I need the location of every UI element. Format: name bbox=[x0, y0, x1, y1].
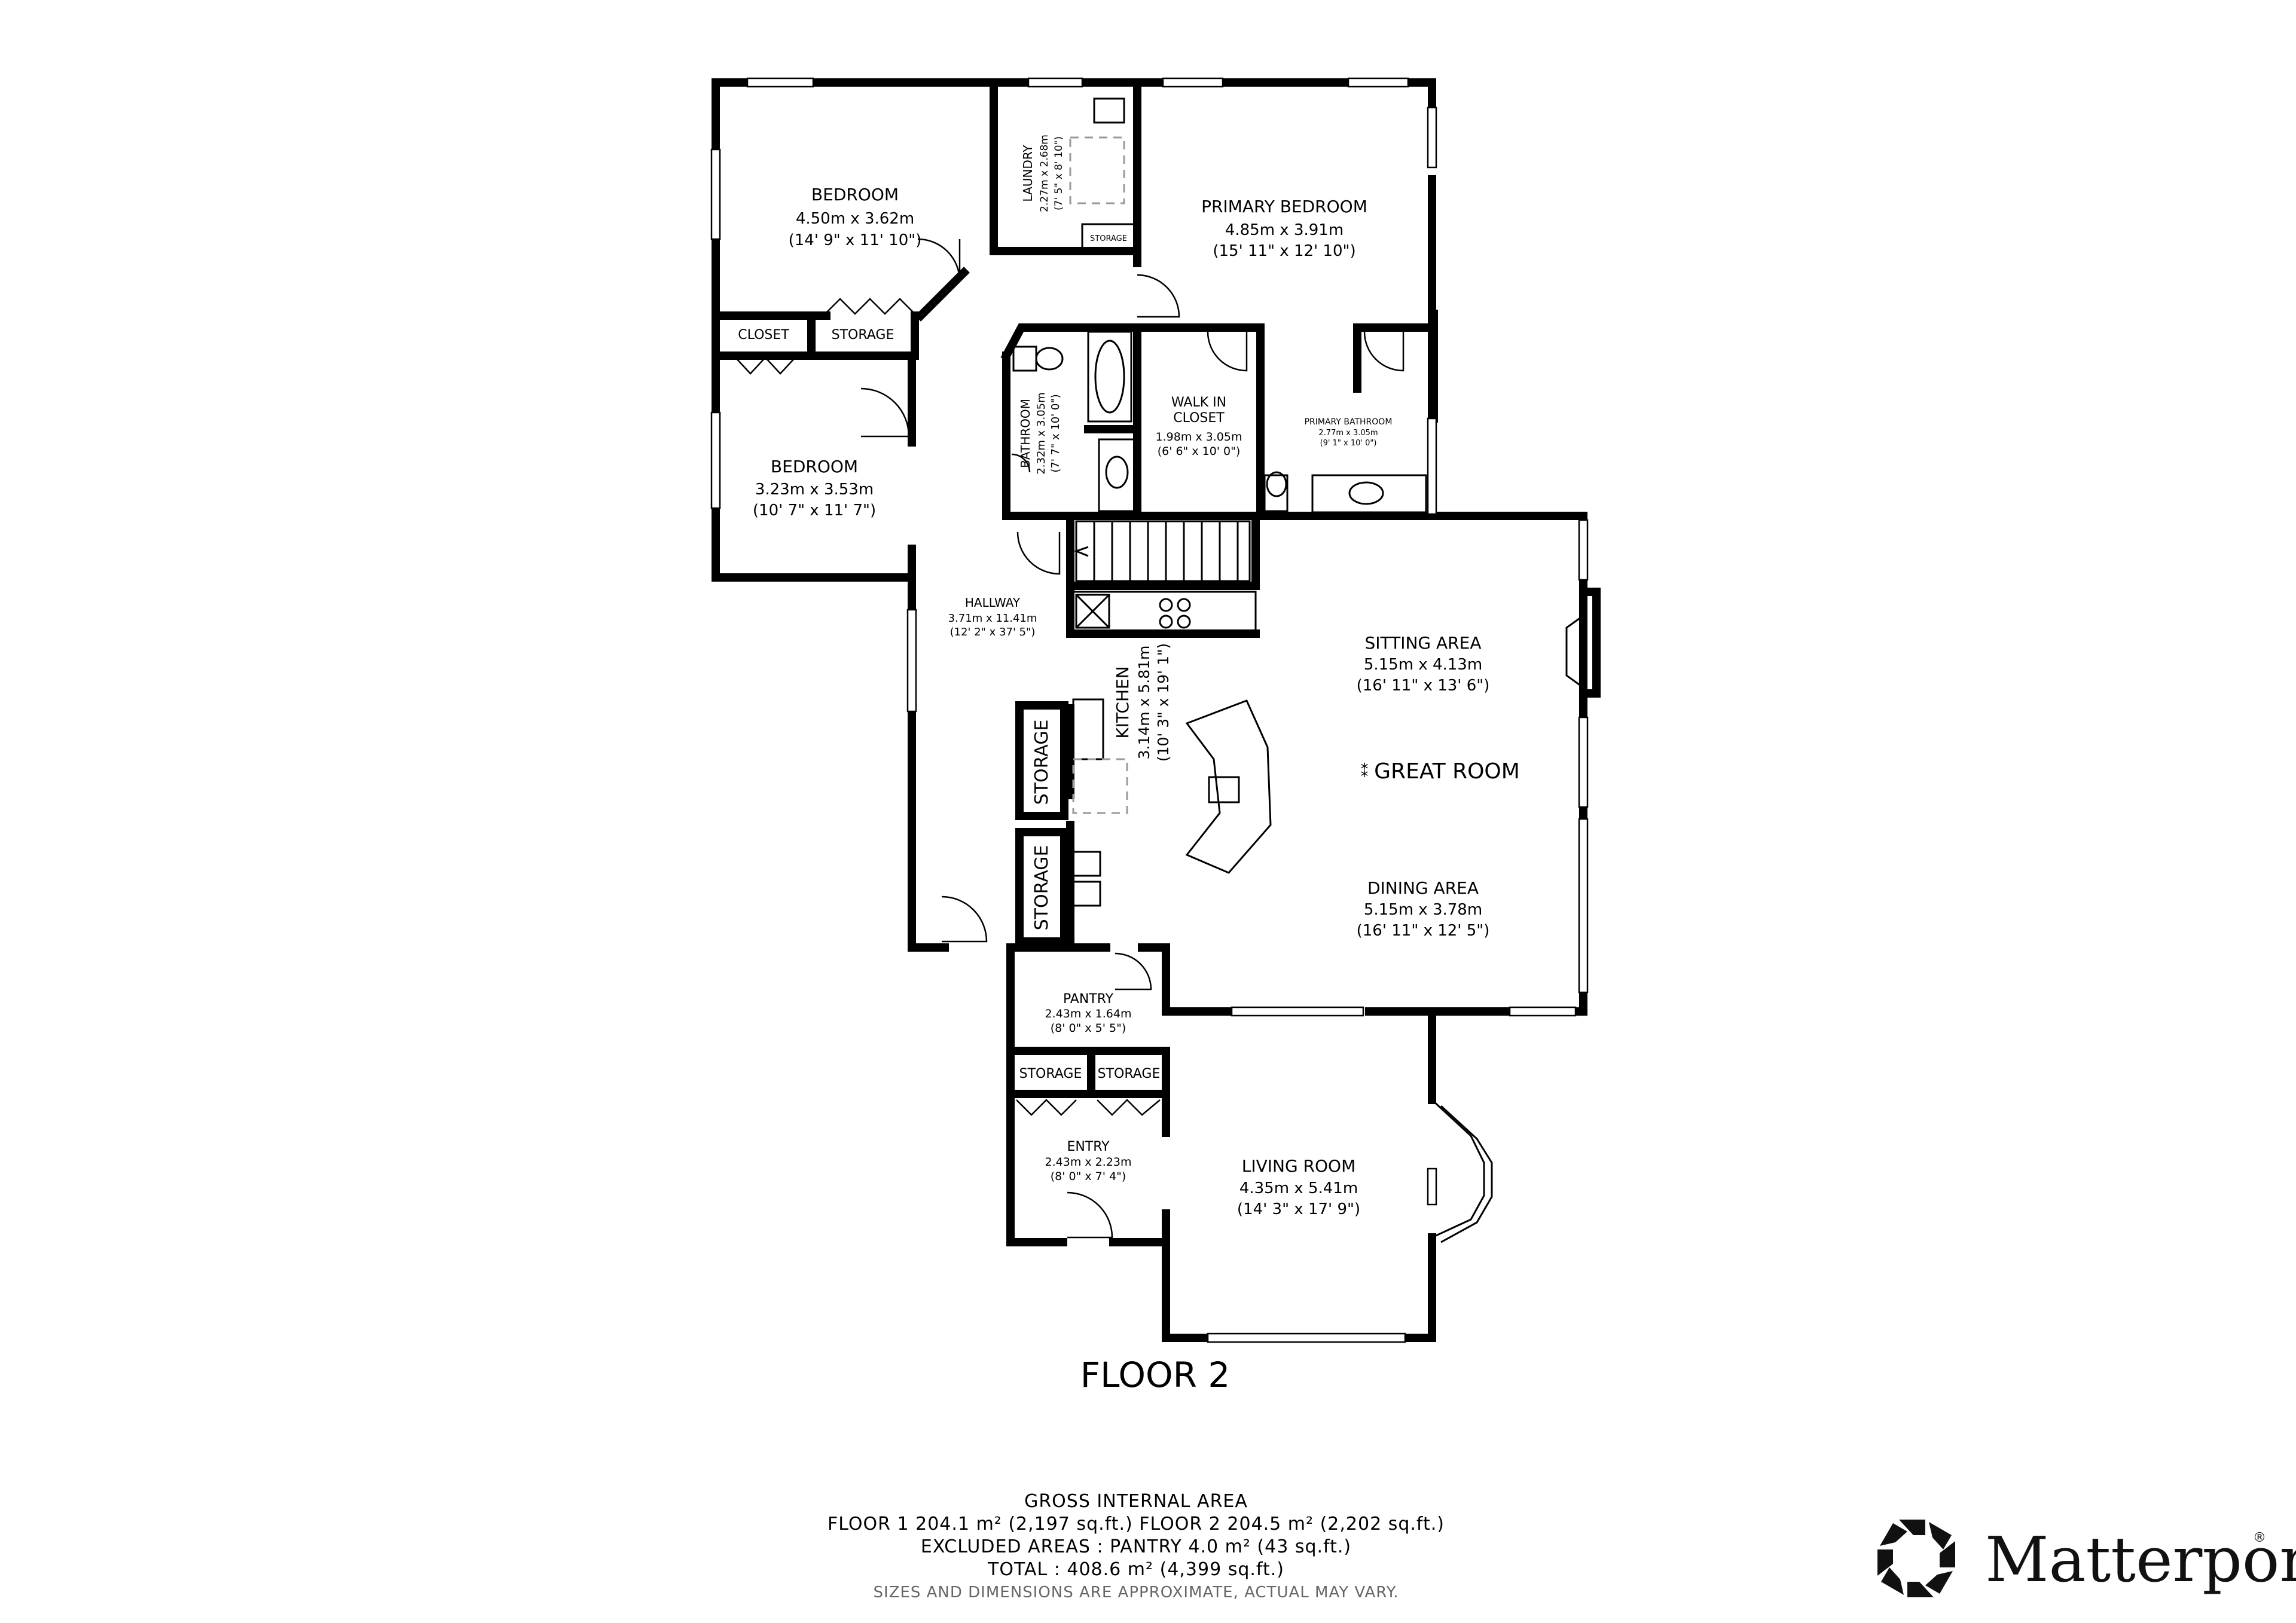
room-imperial: (9' 1" x 10' 0") bbox=[1320, 439, 1377, 448]
room-great-room: ⁑ GREAT ROOM bbox=[1361, 759, 1520, 784]
room-imperial: (8' 0" x 7' 4") bbox=[1051, 1170, 1126, 1183]
area-line-3: TOTAL : 408.6 m² (4,399 sq.ft.) bbox=[988, 1559, 1284, 1580]
room-metric: 2.32m x 3.05m bbox=[1035, 392, 1048, 474]
room-sitting-area: SITTING AREA 5.15m x 4.13m (16' 11" x 13… bbox=[1357, 633, 1490, 695]
room-metric: 3.14m x 5.81m bbox=[1135, 646, 1153, 760]
storage-entry-left-label: STORAGE bbox=[1019, 1066, 1082, 1081]
brand-name: Matterport bbox=[1985, 1523, 2296, 1596]
room-imperial: (16' 11" x 13' 6") bbox=[1357, 677, 1490, 695]
floor-title: FLOOR 2 bbox=[1080, 1355, 1231, 1395]
room-dining-area: DINING AREA 5.15m x 3.78m (16' 11" x 12'… bbox=[1357, 878, 1490, 940]
room-name: LIVING ROOM bbox=[1242, 1156, 1356, 1176]
stairs bbox=[1073, 520, 1251, 582]
room-imperial: (7' 7" x 10' 0") bbox=[1049, 394, 1062, 472]
room-metric: 5.15m x 4.13m bbox=[1364, 656, 1482, 674]
room-name: BEDROOM bbox=[771, 457, 858, 476]
storage-label: STORAGE bbox=[832, 328, 894, 343]
storage-vertical-1-label: STORAGE bbox=[1031, 720, 1052, 805]
room-imperial: (12' 2" x 37' 5") bbox=[950, 626, 1036, 638]
room-metric: 3.71m x 11.41m bbox=[948, 612, 1037, 625]
room-pantry: PANTRY 2.43m x 1.64m (8' 0" x 5' 5") bbox=[1045, 992, 1132, 1035]
doors bbox=[735, 238, 1405, 1239]
area-line-1: FLOOR 1 204.1 m² (2,197 sq.ft.) FLOOR 2 … bbox=[828, 1514, 1445, 1535]
room-primary-bedroom: PRIMARY BEDROOM 4.85m x 3.91m (15' 11" x… bbox=[1201, 197, 1367, 260]
brand-mark: ® bbox=[2253, 1530, 2266, 1545]
closet-label: CLOSET bbox=[738, 328, 789, 343]
storage-vertical-2-label: STORAGE bbox=[1031, 845, 1052, 931]
room-imperial: (8' 0" x 5' 5") bbox=[1051, 1022, 1126, 1035]
storage-entry-right-label: STORAGE bbox=[1098, 1066, 1161, 1081]
room-metric: 2.43m x 2.23m bbox=[1045, 1156, 1132, 1169]
room-name: ENTRY bbox=[1067, 1139, 1110, 1154]
room-name: BEDROOM bbox=[811, 185, 899, 204]
fixtures bbox=[1012, 97, 1584, 907]
room-name: KITCHEN bbox=[1113, 666, 1132, 738]
room-metric: 5.15m x 3.78m bbox=[1364, 901, 1482, 919]
room-name: SITTING AREA bbox=[1364, 633, 1481, 653]
windows bbox=[710, 77, 1589, 1343]
room-name: PRIMARY BEDROOM bbox=[1201, 197, 1367, 216]
room-name: DINING AREA bbox=[1367, 878, 1479, 898]
room-metric: 2.77m x 3.05m bbox=[1318, 429, 1378, 438]
room-imperial: (10' 3" x 19' 1") bbox=[1155, 643, 1172, 762]
room-name: PANTRY bbox=[1063, 992, 1114, 1007]
room-bedroom-2: BEDROOM 3.23m x 3.53m (10' 7" x 11' 7") bbox=[753, 457, 876, 519]
room-imperial: (7' 5" x 8' 10") bbox=[1053, 136, 1065, 210]
room-imperial: (10' 7" x 11' 7") bbox=[753, 502, 876, 519]
room-bathroom: BATHROOM 2.32m x 3.05m (7' 7" x 10' 0") bbox=[1018, 392, 1062, 474]
room-primary-bathroom: PRIMARY BATHROOM 2.77m x 3.05m (9' 1" x … bbox=[1305, 417, 1393, 448]
room-name: GREAT ROOM bbox=[1374, 759, 1520, 784]
room-imperial: (14' 3" x 17' 9") bbox=[1237, 1200, 1360, 1218]
brand-logo: Matterport ® bbox=[1877, 1518, 2296, 1602]
room-entry: ENTRY 2.43m x 2.23m (8' 0" x 7' 4") bbox=[1045, 1139, 1132, 1183]
room-imperial: (14' 9" x 11' 10") bbox=[789, 231, 922, 249]
room-laundry: LAUNDRY 2.27m x 2.68m (7' 5" x 8' 10") bbox=[1021, 135, 1065, 212]
room-imperial: (15' 11" x 12' 10") bbox=[1213, 242, 1355, 260]
room-name: PRIMARY BATHROOM bbox=[1305, 417, 1393, 427]
room-metric: 1.98m x 3.05m bbox=[1156, 430, 1242, 444]
room-metric: 2.27m x 2.68m bbox=[1039, 135, 1051, 212]
disclaimer: SIZES AND DIMENSIONS ARE APPROXIMATE, AC… bbox=[873, 1584, 1399, 1601]
room-name: HALLWAY bbox=[965, 595, 1021, 610]
room-imperial: (6' 6" x 10' 0") bbox=[1158, 445, 1241, 458]
room-metric: 4.50m x 3.62m bbox=[796, 210, 914, 228]
area-line-2: EXCLUDED AREAS : PANTRY 4.0 m² (43 sq.ft… bbox=[920, 1536, 1352, 1557]
room-name: LAUNDRY bbox=[1021, 145, 1035, 202]
room-bedroom-1: BEDROOM 4.50m x 3.62m (14' 9" x 11' 10") bbox=[789, 185, 922, 249]
marker-icon: ⁑ bbox=[1361, 762, 1369, 781]
matterport-logo-icon bbox=[1877, 1520, 1955, 1597]
room-hallway: HALLWAY 3.71m x 11.41m (12' 2" x 37' 5") bbox=[948, 595, 1037, 638]
room-name-line2: CLOSET bbox=[1173, 411, 1225, 426]
room-walk-in-closet: WALK IN CLOSET 1.98m x 3.05m (6' 6" x 10… bbox=[1156, 395, 1242, 458]
room-metric: 3.23m x 3.53m bbox=[755, 481, 874, 499]
room-name-line1: WALK IN bbox=[1171, 395, 1226, 410]
room-metric: 4.85m x 3.91m bbox=[1225, 221, 1344, 239]
room-kitchen: KITCHEN 3.14m x 5.81m (10' 3" x 19' 1") bbox=[1113, 643, 1172, 762]
room-name: BATHROOM bbox=[1018, 399, 1033, 468]
area-heading: GROSS INTERNAL AREA bbox=[1024, 1491, 1248, 1512]
room-metric: 4.35m x 5.41m bbox=[1239, 1179, 1358, 1197]
room-imperial: (16' 11" x 12' 5") bbox=[1357, 922, 1490, 940]
room-living-room: LIVING ROOM 4.35m x 5.41m (14' 3" x 17' … bbox=[1237, 1156, 1360, 1218]
laundry-storage-label: STORAGE bbox=[1090, 234, 1127, 243]
area-summary: GROSS INTERNAL AREA FLOOR 1 204.1 m² (2,… bbox=[777, 1490, 1495, 1604]
room-metric: 2.43m x 1.64m bbox=[1045, 1007, 1132, 1020]
